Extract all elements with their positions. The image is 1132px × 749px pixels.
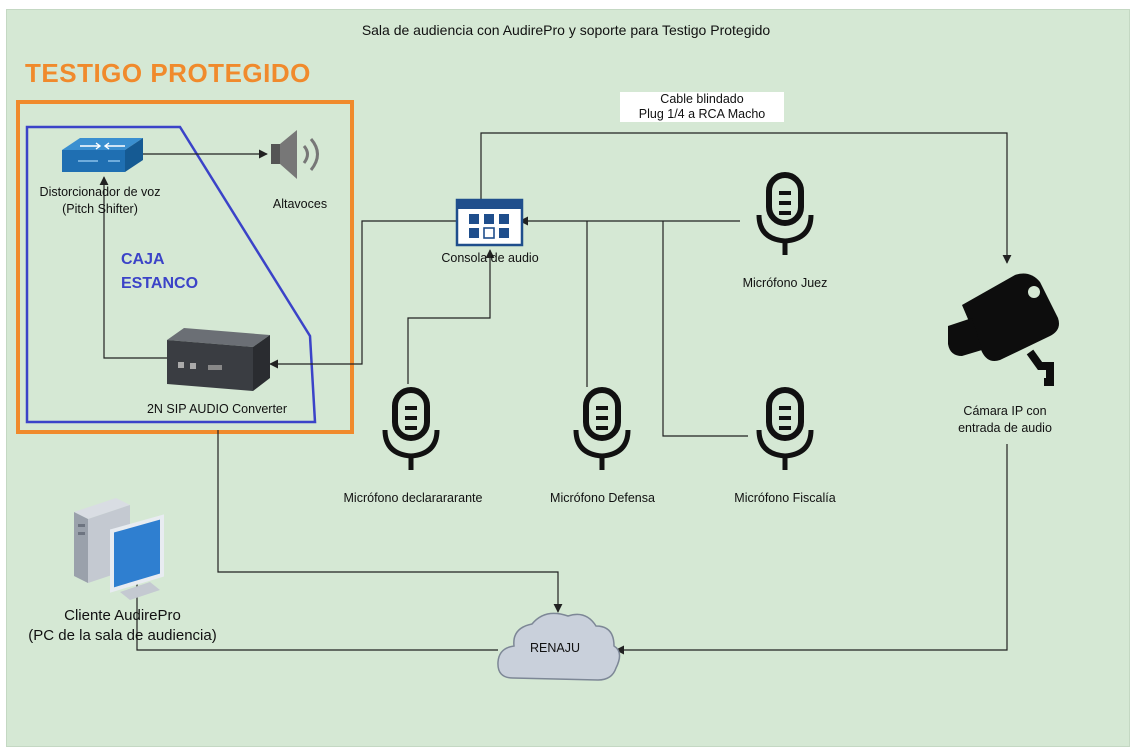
testigo-protegido-frame (16, 100, 354, 434)
cliente-label-line2: (PC de la sala de audiencia) (28, 627, 217, 644)
microphone-icon (756, 387, 814, 470)
altavoces-label: Altavoces (272, 197, 328, 211)
cable-label-line2: Plug 1/4 a RCA Macho (638, 107, 766, 121)
microphone-icon (756, 172, 814, 255)
microphone-icon (573, 387, 631, 470)
diagram-title: Sala de audiencia con AudirePro y soport… (361, 22, 771, 38)
wire-mic-fiscalia (662, 221, 748, 437)
network-switch-icon (62, 138, 143, 172)
caja-label-line2: ESTANCO (121, 275, 199, 292)
caja-estanco-outline (25, 125, 317, 424)
mic-defensa-label: Micrófono Defensa (550, 491, 655, 505)
desktop-pc-icon (74, 498, 164, 600)
cloud-icon (497, 612, 621, 681)
wire-consola-converter (269, 220, 456, 369)
cable-label-line1: Cable blindado (660, 92, 744, 106)
consola-label: Consola de audio (441, 251, 539, 265)
distorsionador-label-line1: Distorcionador de voz (39, 185, 161, 199)
mixer-console-icon (455, 198, 524, 247)
cliente-label-line1: Cliente AudirePro (64, 607, 181, 624)
testigo-protegido-title: TESTIGO PROTEGIDO (25, 58, 311, 88)
converter-label: 2N SIP AUDIO Converter (146, 402, 288, 416)
caja-label-line1: CAJA (121, 251, 165, 268)
microphone-icon (382, 387, 440, 470)
camara-label-line1: Cámara IP con (963, 404, 1047, 418)
camara-label: Cámara IP con entrada de audio (930, 403, 1080, 437)
cliente-label: Cliente AudirePro (PC de la sala de audi… (0, 606, 245, 646)
wire-mic-declarante-consola (407, 249, 495, 384)
mic-declarante-label: Micrófono declarararante (343, 491, 483, 505)
distorsionador-label-line2: (Pitch Shifter) (62, 202, 138, 216)
mic-juez-label: Micrófono Juez (742, 276, 828, 290)
wire-converter-renaju (217, 430, 563, 613)
wire-converter-distorsionador (99, 176, 167, 359)
cable-label: Cable blindado Plug 1/4 a RCA Macho (620, 92, 784, 122)
camara-label-line2: entrada de audio (958, 421, 1052, 435)
mic-fiscalia-label: Micrófono Fiscalía (734, 491, 836, 505)
distorsionador-label: Distorcionador de voz (Pitch Shifter) (20, 184, 180, 218)
renaju-label: RENAJU (529, 641, 580, 655)
wire-camara-renaju (615, 444, 1008, 655)
audio-converter-icon (167, 328, 270, 391)
cctv-camera-icon (948, 273, 1059, 386)
wire-consola-camara (480, 132, 1012, 264)
speaker-icon (271, 130, 319, 179)
caja-estanco-label: CAJA ESTANCO (121, 248, 198, 296)
